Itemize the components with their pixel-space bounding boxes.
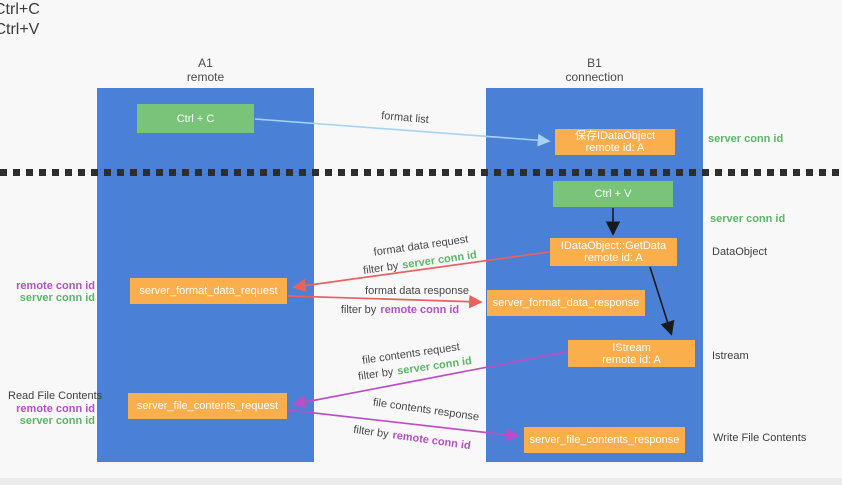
save-idataobject-line1: 保存IDataObject bbox=[574, 130, 656, 142]
column-a-subname: remote bbox=[186, 70, 225, 84]
format-data-response-label: format data response bbox=[365, 285, 469, 297]
istream-line2: remote id: A bbox=[602, 353, 661, 366]
getdata-line1: IDataObject::GetData bbox=[560, 240, 667, 252]
format-list-label: format list bbox=[380, 109, 430, 127]
left-conn-ids-block-2: remote conn id server conn id bbox=[0, 403, 95, 427]
filter2-prefix: filter by bbox=[340, 304, 377, 316]
server-format-data-request-label: server_format_data_request bbox=[139, 285, 278, 297]
filter2-value: remote conn id bbox=[380, 304, 460, 316]
filter4-prefix: filter by bbox=[352, 423, 390, 441]
save-idataobject-line2: remote id: A bbox=[585, 142, 645, 154]
filter3-prefix: filter by bbox=[357, 366, 395, 383]
getdata-line2: remote id: A bbox=[584, 252, 643, 264]
save-idataobject-node: 保存IDataObject remote id: A bbox=[555, 129, 675, 155]
ctrl-v-label: Ctrl + V bbox=[594, 188, 632, 200]
filter1-prefix: filter by bbox=[362, 260, 400, 277]
server-format-data-request-node: server_format_data_request bbox=[130, 278, 287, 304]
istream-side-label: Istream bbox=[712, 350, 749, 362]
bottom-edge-strip bbox=[0, 478, 842, 485]
column-b-subname: connection bbox=[565, 70, 624, 84]
column-a-name: A1 bbox=[198, 56, 213, 70]
istream-line1: IStream bbox=[612, 341, 651, 354]
server-file-contents-request-node: server_file_contents_request bbox=[128, 393, 287, 419]
title-line1: A1 - Ctrl+C bbox=[0, 1, 40, 18]
read-file-contents-label: Read File Contents bbox=[8, 390, 103, 402]
diagram-title: A1 - Ctrl+C B1 - Ctrl+V bbox=[0, 0, 421, 40]
ctrl-c-label: Ctrl + C bbox=[176, 112, 215, 125]
server-conn-id-left2: server conn id bbox=[19, 415, 95, 427]
write-file-contents-label: Write File Contents bbox=[713, 432, 807, 444]
column-a-header: A1 remote bbox=[97, 56, 314, 84]
server-file-contents-request-label: server_file_contents_request bbox=[136, 400, 279, 412]
ctrl-c-node: Ctrl + C bbox=[137, 104, 254, 133]
server-file-contents-response-node: server_file_contents_response bbox=[524, 427, 685, 453]
title-line2: B1 - Ctrl+V bbox=[0, 21, 40, 38]
server-conn-id-left1: server conn id bbox=[19, 292, 95, 304]
ctrl-v-node: Ctrl + V bbox=[553, 181, 673, 207]
left-conn-ids-block-1: remote conn id server conn id bbox=[0, 280, 95, 304]
column-b-header: B1 connection bbox=[486, 56, 703, 84]
column-b-name: B1 bbox=[587, 56, 602, 70]
getdata-node: IDataObject::GetData remote id: A bbox=[550, 238, 677, 266]
server-file-contents-response-label: server_file_contents_response bbox=[529, 434, 680, 446]
filter4-value: remote conn id bbox=[391, 429, 472, 453]
istream-node: IStream remote id: A bbox=[568, 340, 695, 367]
file-contents-response-label: file contents response bbox=[372, 396, 480, 424]
remote-conn-id-left2: remote conn id bbox=[16, 403, 95, 415]
server-conn-id-top-label: server conn id bbox=[708, 133, 784, 145]
server-format-data-response-label: server_format_data_response bbox=[492, 297, 640, 309]
dotted-divider-line bbox=[0, 169, 842, 176]
server-conn-id-mid-label: server conn id bbox=[710, 213, 786, 225]
remote-conn-id-left1: remote conn id bbox=[16, 280, 95, 292]
dataobject-label: DataObject bbox=[712, 246, 768, 258]
server-format-data-response-node: server_format_data_response bbox=[487, 290, 645, 316]
